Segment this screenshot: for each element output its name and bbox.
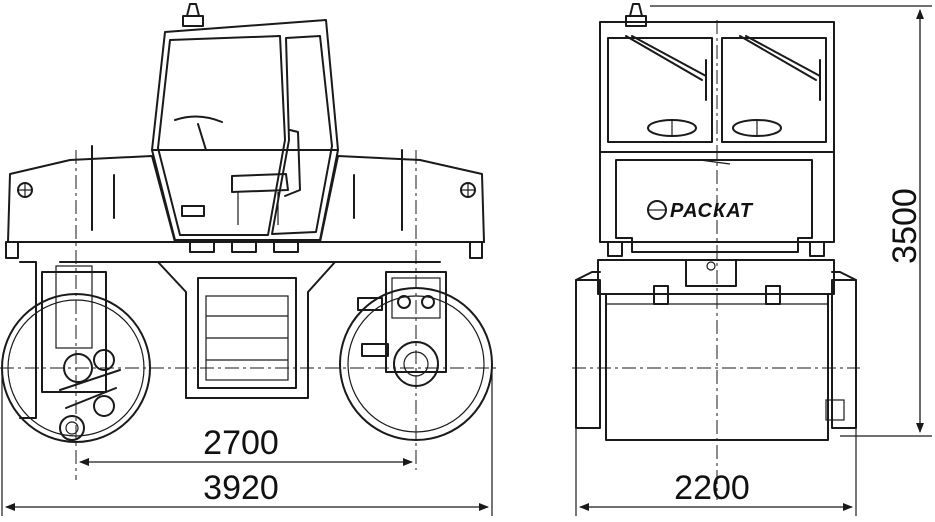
- dim-overall-length: 3920: [5, 469, 489, 511]
- dim-overall-length-label: 3920: [203, 469, 279, 507]
- front-view: РАСКАТ 2200: [572, 3, 932, 516]
- dim-wheelbase: 2700: [79, 424, 413, 466]
- brand-logo-text: РАСКАТ: [670, 200, 754, 222]
- dim-overall-width-label: 2200: [674, 469, 750, 507]
- dim-overall-height-label: 3500: [886, 188, 924, 264]
- beacon-light: [182, 3, 204, 27]
- dim-overall-height: 3500: [886, 9, 924, 433]
- operator-cab: [151, 19, 339, 241]
- brand-logo-icon: [647, 200, 667, 220]
- side-view: 2700 3920: [0, 3, 500, 516]
- dim-overall-width: 2200: [579, 469, 853, 511]
- machine-body: [5, 145, 485, 399]
- drum-front: [575, 259, 857, 441]
- dim-wheelbase-label: 2700: [203, 424, 279, 462]
